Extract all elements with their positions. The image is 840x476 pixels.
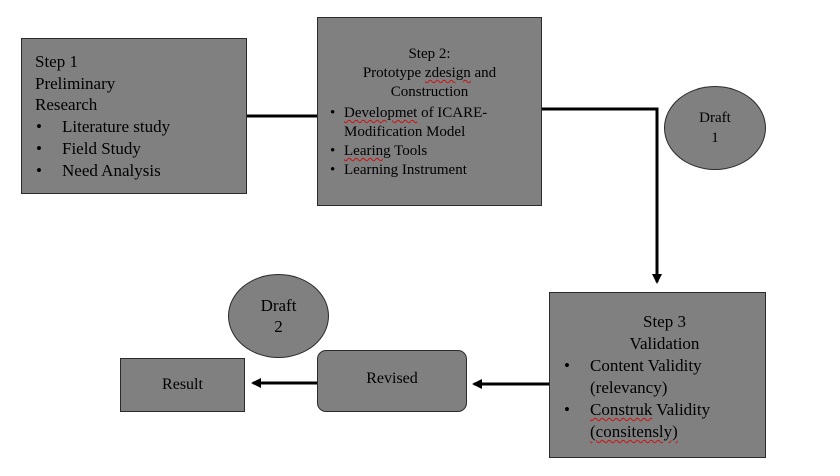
subtitle-text-end: and (470, 65, 497, 81)
step2-title: Step 2: (408, 46, 451, 62)
misspelled-word: Construk (590, 400, 653, 419)
list-item: Literature study (22, 116, 246, 138)
result-label: Result (162, 376, 203, 393)
step2-subtitle-2: Construction (390, 84, 469, 100)
draft2-number: 2 (274, 317, 283, 336)
list-item: Need Analysis (22, 160, 246, 182)
item-text: Validity (652, 400, 711, 419)
step3-list: Content Validity (relevancy) Construk Val… (550, 355, 765, 443)
subtitle-misspelled-word: zdesign (424, 65, 471, 81)
result-box: Result (120, 358, 245, 412)
list-item: Developmet of ICARE- Modification Model (328, 104, 541, 142)
misspelled-word: Developmet (344, 105, 418, 121)
list-item: Learning Instrument (328, 161, 541, 180)
item-text: Content Validity (590, 356, 702, 375)
draft2-label: Draft (260, 296, 297, 315)
list-item: Learing Tools (328, 142, 541, 161)
draft2-ellipse: Draft 2 (228, 274, 329, 358)
item-text: Tools (390, 143, 428, 159)
step2-list: Developmet of ICARE- Modification Model L… (328, 104, 541, 180)
connector-step2-step3 (541, 107, 662, 284)
draft1-label: Draft (699, 110, 731, 126)
step1-box: Step 1 Preliminary Research Literature s… (21, 38, 247, 194)
step1-subtitle-2: Research (35, 95, 98, 114)
step3-title: Step 3 (643, 312, 686, 331)
subtitle-text: Prototype (362, 65, 425, 81)
step3-subtitle: Validation (629, 334, 700, 353)
list-item: Content Validity (relevancy) (550, 355, 765, 399)
list-item: Field Study (22, 138, 246, 160)
step1-subtitle: Preliminary (35, 74, 116, 93)
revised-label: Revised (366, 370, 418, 387)
step2-subtitle: Prototype zdesign and (328, 64, 541, 83)
item-text-2: (consitensly) (590, 422, 678, 441)
misspelled-word: Learing (344, 143, 391, 159)
draft1-ellipse: Draft 1 (664, 86, 766, 170)
step1-title: Step 1 (35, 52, 78, 71)
list-item: Construk Validity (consitensly) (550, 399, 765, 443)
step2-box: Step 2: Prototype zdesign and Constructi… (317, 17, 542, 206)
item-text: of ICARE- (417, 105, 488, 121)
item-text-2: (relevancy) (590, 378, 668, 397)
step1-list: Literature study Field Study Need Analys… (22, 116, 246, 182)
item-text-2: Modification Model (344, 124, 466, 140)
revised-box: Revised (317, 350, 467, 412)
step3-box: Step 3 Validation Content Validity (relev… (549, 292, 766, 458)
draft1-number: 1 (711, 130, 719, 146)
